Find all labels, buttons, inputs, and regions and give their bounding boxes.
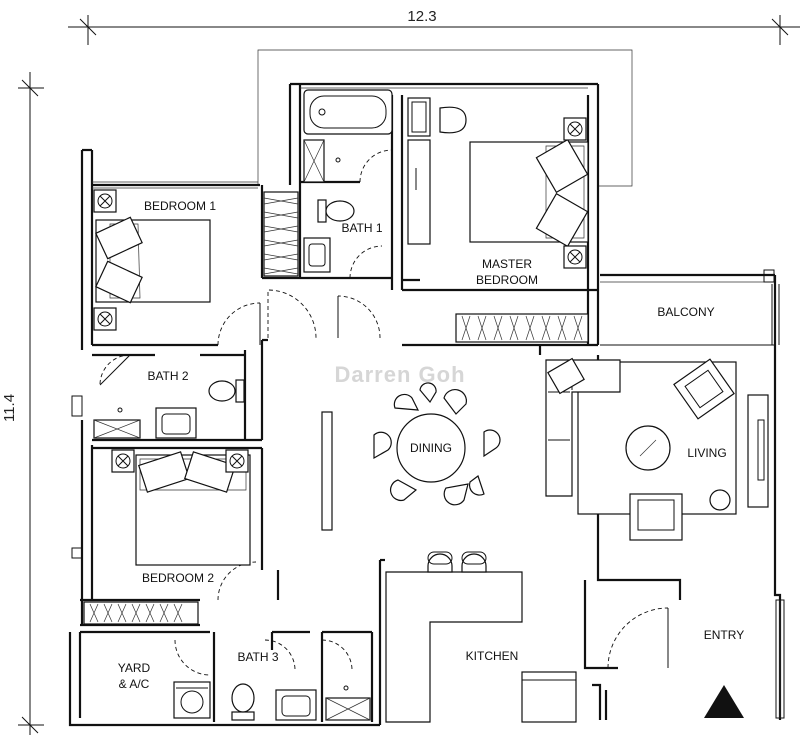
pillow-icon <box>137 451 191 493</box>
dining-chair-icon <box>389 479 418 502</box>
basin-icon <box>303 237 331 273</box>
yard-fixtures <box>173 681 211 719</box>
pillow-icon <box>535 138 589 194</box>
room-label-master-line2: BEDROOM <box>476 273 538 287</box>
bathtub-icon <box>303 89 393 135</box>
door-swings <box>99 149 669 676</box>
exterior-walls <box>68 82 782 727</box>
bath1-fixtures <box>303 89 393 273</box>
room-label-bedroom1: BEDROOM 1 <box>144 199 216 213</box>
dining-chair-icon <box>483 429 501 458</box>
room-label-balcony: BALCONY <box>657 305 714 319</box>
room-label-dining: DINING <box>410 441 452 455</box>
room-label-bedroom2: BEDROOM 2 <box>142 571 214 585</box>
bath3-fixtures <box>231 683 371 721</box>
wardrobe-icon <box>83 601 199 625</box>
master-bedroom-furniture <box>407 97 589 343</box>
pillow-icon <box>95 216 143 260</box>
side-table-icon <box>709 489 731 511</box>
dining-chair-icon <box>419 382 437 404</box>
dining-chair-icon <box>468 475 485 496</box>
roof-ledge-outline <box>257 49 633 187</box>
armchair-icon <box>629 493 683 541</box>
room-label-kitchen: KITCHEN <box>466 649 519 663</box>
window-strips <box>92 87 785 719</box>
dining-chair-icon <box>443 389 467 415</box>
room-label-bath3: BATH 3 <box>237 650 278 664</box>
bar-stool-icon <box>461 553 487 573</box>
width-dimension-label: 12.3 <box>407 8 436 25</box>
kitchen-counter-icon <box>385 571 523 723</box>
room-label-bath2: BATH 2 <box>147 369 188 383</box>
height-dimension-label: 11.4 <box>1 394 18 422</box>
pillow-icon <box>535 192 589 248</box>
entry-arrow-icon <box>704 685 744 718</box>
bedroom1-furniture <box>93 189 299 331</box>
dining-chair-icon <box>373 431 392 460</box>
room-label-yard-line2: & A/C <box>119 677 150 691</box>
pillow-icon <box>95 260 143 304</box>
chair-icon <box>439 106 467 134</box>
wardrobe-icon <box>263 191 299 277</box>
room-label-living: LIVING <box>687 446 726 460</box>
dining-furniture <box>321 382 501 531</box>
dimension-lines <box>18 15 800 735</box>
wardrobe-icon <box>455 313 589 343</box>
dining-chair-icon <box>393 393 420 411</box>
living-furniture <box>545 357 769 541</box>
toilet-icon <box>231 711 255 721</box>
bath2-fixtures <box>71 379 245 439</box>
console-icon <box>321 411 333 531</box>
toilet-icon <box>235 379 245 403</box>
wardrobe-icon <box>407 139 431 245</box>
bedroom2-furniture <box>71 449 251 625</box>
room-label-master-line1: MASTER <box>482 257 532 271</box>
room-label-entry: ENTRY <box>704 628 744 642</box>
room-label-bath1: BATH 1 <box>341 221 382 235</box>
bar-stool-icon <box>427 553 453 573</box>
sofa-icon <box>545 359 621 497</box>
toilet-icon <box>317 199 327 223</box>
dining-chair-icon <box>443 483 469 506</box>
balcony-railing <box>600 269 780 346</box>
room-label-yard-line1: YARD <box>118 661 151 675</box>
armchair-icon <box>673 358 735 420</box>
dining-table-icon <box>396 413 466 483</box>
pillow-icon <box>183 451 237 493</box>
desk-icon <box>407 97 431 137</box>
kitchen-furniture <box>385 551 577 723</box>
watermark: Darren Goh <box>334 362 465 387</box>
